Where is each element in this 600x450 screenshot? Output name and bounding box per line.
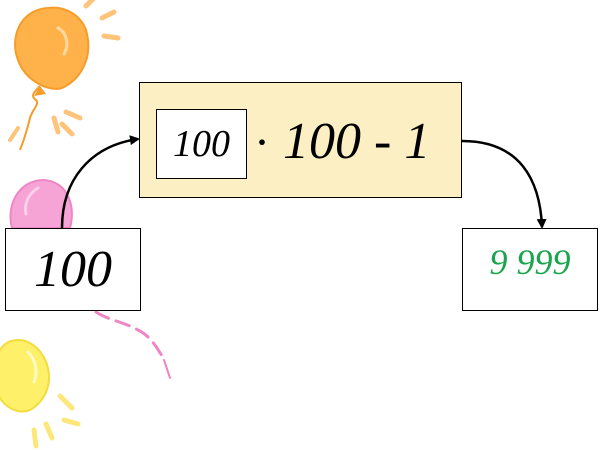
- formula-placeholder-value: 100: [173, 123, 230, 165]
- input-value: 100: [34, 241, 112, 298]
- orange-balloon-icon: [8, 0, 121, 151]
- formula-placeholder-box: 100: [156, 109, 247, 179]
- result-value: 9 999: [489, 242, 571, 282]
- formula-box: 100 · 100 - 1: [139, 82, 462, 198]
- yellow-balloon-icon: [0, 338, 81, 449]
- result-box: 9 999: [462, 228, 598, 311]
- formula-to-result-arrow: [461, 139, 547, 229]
- input-value-box: 100: [5, 228, 141, 311]
- input-to-formula-arrow: [60, 135, 140, 229]
- formula-expression: 100 - 1: [283, 113, 431, 170]
- multiplication-dot: ·: [254, 116, 270, 169]
